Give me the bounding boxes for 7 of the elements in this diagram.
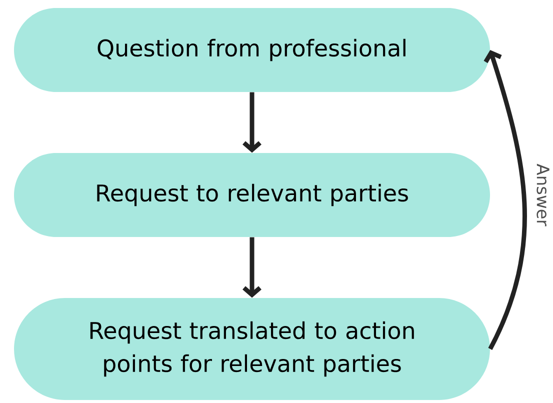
arrow: [242, 237, 262, 298]
process-box: Request translated to action points for relevant parties: [14, 298, 490, 400]
process-box: Request to relevant parties: [14, 153, 490, 237]
arrow: [242, 92, 262, 153]
process-box: Question from professional: [14, 8, 490, 92]
edge-label: Answer: [536, 164, 550, 226]
arrow: [484, 50, 527, 350]
